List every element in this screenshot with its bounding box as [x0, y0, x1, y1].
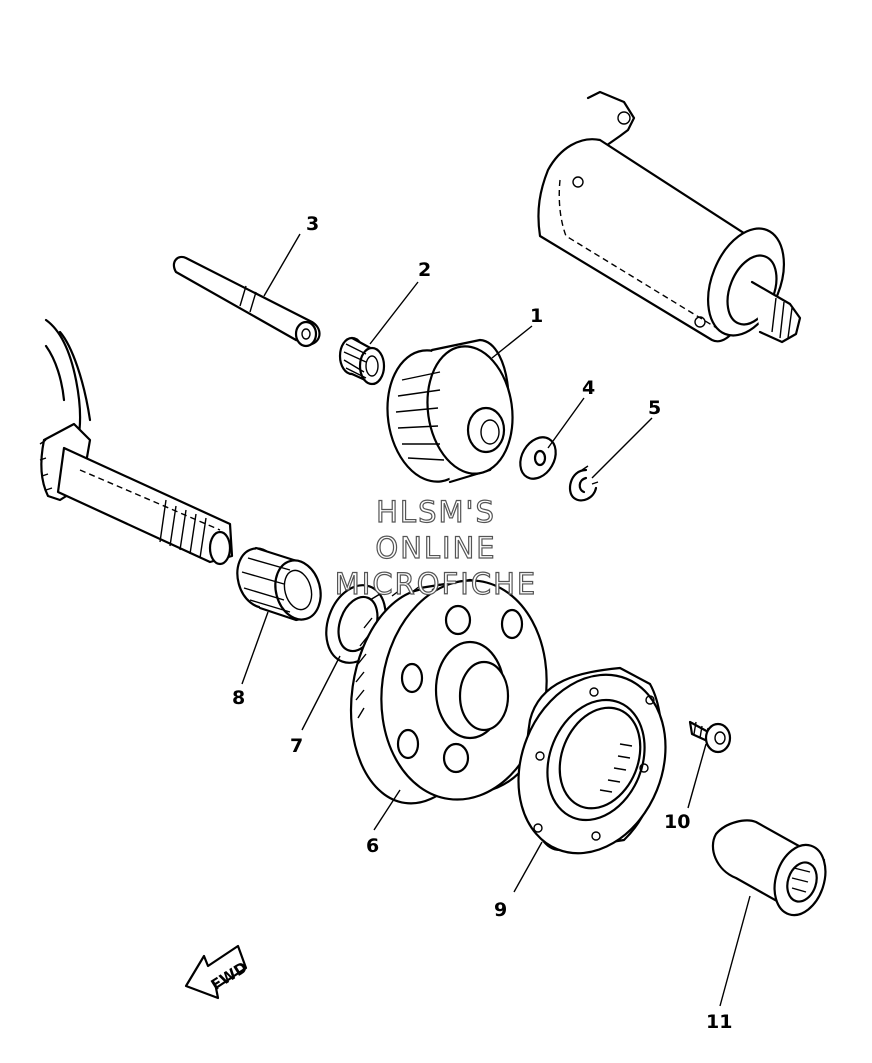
starter-wheel-gear-part-6	[349, 578, 548, 805]
fwd-arrow-icon: FWD	[184, 944, 251, 1000]
starter-motor	[537, 90, 802, 344]
callout-6: 6	[366, 835, 379, 857]
callout-10: 10	[664, 811, 690, 833]
washer-part-4	[519, 436, 557, 480]
circlip-part-5	[568, 465, 599, 502]
callout-9: 9	[494, 899, 507, 921]
shaft-part-3	[172, 255, 321, 348]
idler-gear-part-1	[386, 338, 514, 484]
callout-7: 7	[290, 735, 303, 757]
callout-4: 4	[582, 377, 595, 399]
watermark-line-2: ONLINE	[375, 531, 496, 565]
watermark: HLSM'S ONLINE MICROFICHE	[334, 494, 537, 601]
callout-11: 11	[706, 1011, 732, 1033]
callout-8: 8	[232, 687, 245, 709]
starter-clutch-part-9	[517, 666, 667, 855]
callout-5: 5	[648, 397, 661, 419]
callout-numbers: 1 2 3 4 5 6 7 8 9 10 11	[232, 213, 732, 1033]
callout-2: 2	[418, 259, 431, 281]
sleeve-part-11	[711, 819, 827, 917]
crankshaft	[39, 318, 234, 566]
bolt-part-10	[688, 720, 732, 754]
callout-1: 1	[530, 305, 543, 327]
watermark-line-3: MICROFICHE	[335, 567, 537, 601]
leader-lines	[241, 233, 751, 1007]
needle-bearing-part-8	[236, 546, 322, 622]
needle-bearing-part-2	[338, 336, 386, 386]
callout-3: 3	[306, 213, 319, 235]
watermark-line-1: HLSM'S	[376, 495, 496, 529]
